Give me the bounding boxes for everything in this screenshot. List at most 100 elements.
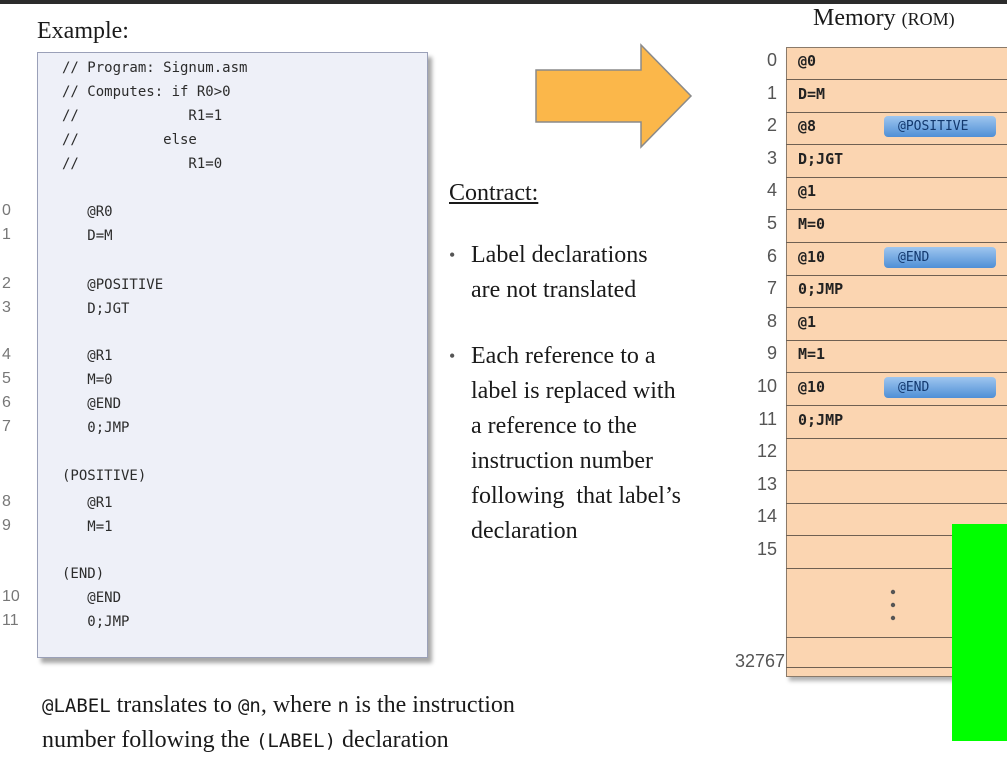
code-line: @R0 bbox=[62, 204, 113, 220]
footer-text-1: translates to bbox=[110, 692, 238, 718]
code-line-number: 2 bbox=[2, 275, 11, 292]
code-line: // Program: Signum.asm bbox=[62, 60, 248, 76]
memory-title: Memory (ROM) bbox=[813, 5, 955, 32]
contract-bullet-line: Label declarations bbox=[471, 242, 648, 268]
memory-instruction: @1 bbox=[798, 312, 817, 331]
memory-row bbox=[786, 448, 1007, 472]
memory-address: 0 bbox=[766, 50, 777, 70]
code-line: (POSITIVE) bbox=[62, 468, 147, 484]
code-line: @END bbox=[62, 396, 122, 412]
memory-instruction: @1 bbox=[798, 182, 817, 201]
code-line-number: 5 bbox=[2, 370, 11, 387]
footer-text-3: is the instruction bbox=[348, 692, 515, 718]
code-line-number: 4 bbox=[2, 346, 11, 363]
memory-instruction: @10 bbox=[798, 378, 826, 396]
memory-instruction: D;JGT bbox=[798, 149, 844, 168]
code-line: // else bbox=[62, 132, 197, 148]
memory-title-text: Memory bbox=[813, 5, 896, 31]
contract-title: Contract: bbox=[449, 180, 539, 206]
memory-address: 8 bbox=[766, 310, 777, 331]
contract-bullet-line: are not translated bbox=[471, 277, 637, 303]
memory-row bbox=[786, 122, 1007, 146]
code-line-number: 10 bbox=[2, 588, 20, 605]
memory-row bbox=[786, 546, 1007, 569]
memory-address: 12 bbox=[756, 441, 777, 462]
code-line-number: 11 bbox=[2, 612, 19, 629]
memory-row bbox=[786, 383, 1007, 406]
top-rule bbox=[0, 0, 1007, 4]
code-line: M=1 bbox=[62, 519, 113, 535]
code-line: D;JGT bbox=[62, 301, 130, 317]
memory-address: 14 bbox=[756, 506, 777, 527]
code-line: @END bbox=[62, 590, 122, 606]
code-line-number: 1 bbox=[2, 226, 11, 243]
footer-label-decl: (LABEL) bbox=[255, 730, 337, 752]
memory-row bbox=[786, 416, 1007, 439]
contract-bullet-line: label is replaced with bbox=[471, 378, 676, 404]
code-line-number: 8 bbox=[2, 493, 11, 510]
code-line: 0;JMP bbox=[62, 420, 130, 436]
memory-instruction: 0;JMP bbox=[798, 280, 844, 299]
code-line: M=0 bbox=[62, 372, 113, 388]
contract-bullet-line: instruction number bbox=[471, 448, 653, 474]
memory-row bbox=[786, 513, 1007, 537]
code-line: D=M bbox=[62, 228, 113, 244]
footer-at-n: @n bbox=[237, 695, 261, 717]
code-line-number: 6 bbox=[2, 394, 11, 411]
memory-address: 15 bbox=[756, 539, 777, 559]
contract-bullet-line: declaration bbox=[471, 518, 578, 544]
footer-note: @LABEL translates to @n, where n is the … bbox=[42, 688, 515, 758]
footer-text-5: declaration bbox=[336, 727, 449, 753]
code-line-number: 0 bbox=[2, 202, 11, 219]
footer-text-2: , where bbox=[260, 692, 338, 718]
contract-bullet-line: following that label’s bbox=[471, 483, 681, 509]
bullet-dot-icon: • bbox=[449, 245, 456, 265]
memory-row bbox=[786, 350, 1007, 374]
code-line: // R1=1 bbox=[62, 108, 223, 124]
memory-address: 7 bbox=[766, 278, 777, 299]
memory-row bbox=[786, 285, 1007, 309]
memory-address: 10 bbox=[756, 376, 777, 396]
memory-instruction: @0 bbox=[798, 52, 817, 70]
code-line: @POSITIVE bbox=[62, 277, 164, 293]
memory-instruction: M=0 bbox=[798, 215, 826, 233]
code-line: @R1 bbox=[62, 348, 113, 364]
code-line: (END) bbox=[62, 566, 105, 582]
memory-row bbox=[786, 90, 1007, 113]
footer-text-4: number following the bbox=[42, 727, 256, 753]
code-line: // R1=0 bbox=[62, 156, 223, 172]
memory-address: 2 bbox=[766, 115, 777, 136]
code-panel bbox=[37, 52, 428, 658]
example-title: Example: bbox=[37, 18, 129, 44]
code-line: @R1 bbox=[62, 495, 113, 511]
code-line: // Computes: if R0>0 bbox=[62, 84, 231, 100]
memory-row bbox=[786, 155, 1007, 178]
memory-address: 6 bbox=[766, 245, 777, 266]
label-tag: @END bbox=[884, 377, 996, 398]
memory-last-address: 32767 bbox=[735, 651, 786, 671]
memory-address: 11 bbox=[758, 408, 777, 429]
green-block bbox=[952, 524, 1007, 741]
memory-address: 9 bbox=[766, 343, 777, 364]
memory-title-suffix: (ROM) bbox=[901, 9, 955, 29]
code-line: 0;JMP bbox=[62, 614, 130, 630]
memory-address: 13 bbox=[756, 473, 777, 494]
memory-divider bbox=[786, 636, 1007, 638]
memory-row bbox=[786, 318, 1007, 341]
contract-bullet-line: Each reference to a bbox=[471, 343, 656, 369]
memory-instruction: @10 bbox=[798, 247, 826, 266]
footer-n: n bbox=[337, 695, 349, 717]
memory-instruction: M=1 bbox=[798, 345, 826, 364]
memory-address: 1 bbox=[766, 82, 777, 103]
memory-row bbox=[786, 481, 1007, 504]
memory-instruction: 0;JMP bbox=[798, 410, 844, 429]
memory-divider bbox=[786, 666, 1007, 668]
memory-row bbox=[786, 187, 1007, 211]
memory-row bbox=[786, 220, 1007, 243]
right-arrow-icon bbox=[535, 43, 693, 149]
memory-instruction: D=M bbox=[798, 84, 826, 103]
footer-label-code: @LABEL bbox=[42, 695, 111, 717]
contract-bullet-line: a reference to the bbox=[471, 413, 637, 439]
code-line-number: 7 bbox=[2, 418, 11, 435]
memory-address: 4 bbox=[766, 180, 777, 201]
